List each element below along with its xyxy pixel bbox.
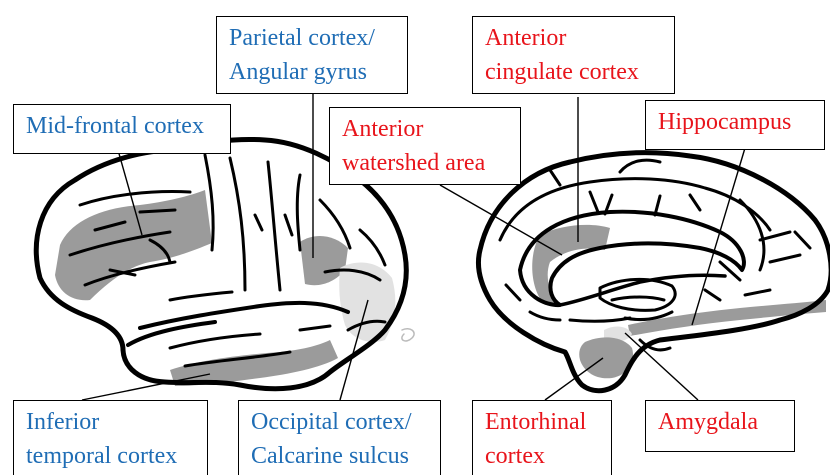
- label-parietal-cortex: Parietal cortex/ Angular gyrus: [216, 16, 408, 94]
- label-anterior-watershed-line1: Anterior: [342, 112, 508, 146]
- label-anterior-cingulate-cortex: Anterior cingulate cortex: [472, 16, 675, 94]
- label-hippocampus: Hippocampus: [645, 100, 825, 150]
- label-entorhinal-line1: Entorhinal: [485, 405, 599, 439]
- label-parietal-line1: Parietal cortex/: [229, 21, 395, 55]
- label-mid-frontal-cortex: Mid-frontal cortex: [13, 104, 231, 154]
- label-entorhinal-cortex: Entorhinal cortex: [472, 400, 612, 475]
- label-anterior-watershed-line2: watershed area: [342, 146, 508, 180]
- label-parietal-line2: Angular gyrus: [229, 55, 395, 89]
- leader-entorhinal: [545, 358, 603, 400]
- label-mid-frontal-text: Mid-frontal cortex: [26, 109, 218, 143]
- label-occipital-cortex: Occipital cortex/ Calcarine sulcus: [238, 400, 441, 475]
- label-inferior-temporal-line2: temporal cortex: [26, 439, 195, 473]
- label-anterior-cingulate-line1: Anterior: [485, 21, 662, 55]
- label-inferior-temporal-line1: Inferior: [26, 405, 195, 439]
- label-amygdala-text: Amygdala: [658, 405, 782, 439]
- label-anterior-cingulate-line2: cingulate cortex: [485, 55, 662, 89]
- leader-amygdala: [625, 333, 698, 400]
- label-occipital-line2: Calcarine sulcus: [251, 439, 428, 473]
- label-amygdala: Amygdala: [645, 400, 795, 452]
- label-hippocampus-text: Hippocampus: [658, 105, 812, 139]
- medial-brain: [478, 153, 830, 391]
- label-occipital-line1: Occipital cortex/: [251, 405, 428, 439]
- label-entorhinal-line2: cortex: [485, 439, 599, 473]
- label-inferior-temporal-cortex: Inferior temporal cortex: [13, 400, 208, 475]
- medial-outline: [478, 153, 830, 391]
- label-anterior-watershed-area: Anterior watershed area: [329, 107, 521, 185]
